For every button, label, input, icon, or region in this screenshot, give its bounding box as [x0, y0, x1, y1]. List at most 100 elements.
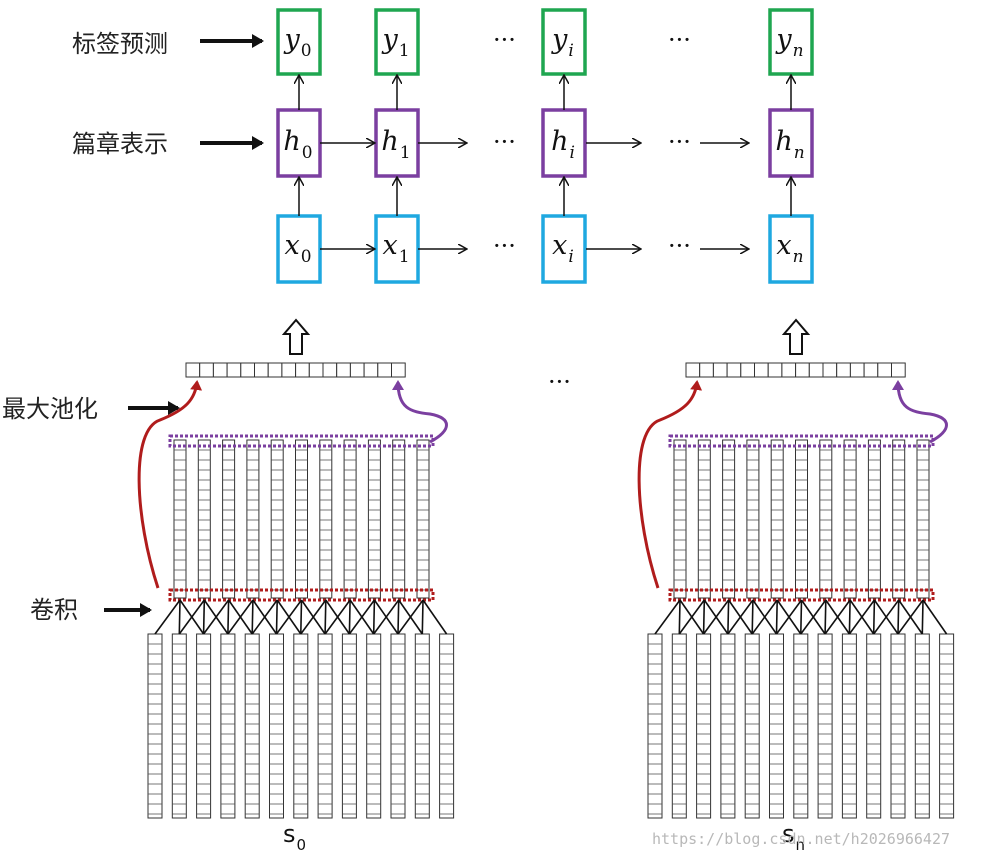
sn-conv-line	[775, 599, 778, 635]
s0-feature-column	[319, 439, 333, 599]
s0-pooled-cell	[267, 362, 283, 378]
sn-conv-line	[775, 599, 803, 635]
node-xn: xn	[776, 230, 804, 267]
sn-conv-line	[678, 599, 705, 635]
sn-input-column	[769, 633, 784, 819]
s0-input-column	[147, 633, 163, 819]
node-xi: xi	[552, 230, 574, 267]
sn-input-column	[890, 633, 906, 819]
ellipsis-x-1: ···	[493, 232, 516, 260]
node-x0: x0	[284, 230, 312, 267]
sn-feature-column	[867, 439, 881, 599]
s0-conv-line	[275, 599, 303, 635]
convolution-text: 卷积	[30, 596, 78, 624]
sn-pooled-cell	[699, 362, 714, 378]
node-h1: h1	[381, 126, 411, 163]
sn-input-column	[914, 633, 930, 819]
ellipsis-h-2: ···	[668, 128, 691, 156]
label-prediction-text: 标签预测	[72, 30, 168, 58]
sn-conv-line	[897, 599, 924, 635]
node-yn: yn	[776, 24, 804, 61]
node-hn: hn	[775, 126, 805, 163]
node-y1: y1	[382, 24, 410, 61]
node-x1: x1	[382, 230, 410, 267]
sn-feature-column	[916, 439, 930, 599]
node-hi: hi	[551, 126, 575, 163]
s0-pooled-cell	[391, 362, 406, 378]
s0-conv-line	[300, 599, 303, 635]
sn-pool-arrow-right	[892, 380, 948, 444]
s0-feature-column	[222, 439, 236, 599]
s0-conv-line	[251, 599, 254, 635]
ellipsis-h-1: ···	[493, 128, 516, 156]
s0-conv-line	[275, 599, 278, 635]
s0-feature-column	[416, 439, 430, 599]
box-x0	[276, 214, 322, 284]
sn-pooled-cell	[795, 362, 810, 378]
sn-pooled-cell	[685, 362, 701, 378]
sn-conv-line	[872, 599, 876, 635]
s0-conv-line	[178, 599, 205, 635]
s0-pooled-cell	[295, 362, 310, 378]
sn-feature-column	[746, 439, 760, 599]
s0-input-column	[341, 633, 357, 819]
node-h0: h0	[283, 126, 313, 163]
sn-pooled-cell	[891, 362, 906, 378]
sn-pooled-cell	[726, 362, 742, 378]
s0-conv-line	[227, 599, 254, 635]
sn-conv-line	[824, 599, 851, 635]
s0-pool-arrow-right	[392, 380, 448, 444]
s0-input-column	[439, 633, 455, 819]
sn-input-column	[793, 633, 809, 819]
sn-conv-line	[848, 599, 851, 635]
s0-input-column	[366, 633, 382, 819]
s0-feature-column	[197, 439, 211, 599]
s0-conv-line	[348, 599, 376, 635]
s0-feature-column	[392, 439, 406, 599]
watermark-text: https://blog.csdn.net/h2026966427	[652, 830, 951, 848]
s0-conv-line	[300, 599, 327, 635]
s0-conv-line	[324, 599, 327, 635]
s0-pooled-cell	[212, 362, 228, 378]
s0-conv-line	[324, 599, 351, 635]
s0-conv-line	[202, 599, 230, 635]
sn-feature-column	[673, 439, 687, 599]
ellipsis-y-2: ···	[668, 26, 691, 54]
sn-conv-line	[897, 599, 900, 635]
box-xi	[541, 214, 587, 284]
sn-feature-column	[843, 439, 857, 599]
sn-conv-line	[800, 599, 803, 635]
hollow-up-arrow-s0	[281, 318, 311, 355]
s0-input-column	[390, 633, 406, 819]
s0-input-column	[269, 633, 284, 819]
sn-input-column	[647, 633, 663, 819]
s0-pool-arrow-left	[137, 380, 203, 589]
sn-pooled-cell	[836, 362, 851, 378]
hollow-up-arrow-sn	[781, 318, 811, 355]
s0-input-column	[196, 633, 212, 819]
sn-pooled-cell	[863, 362, 879, 378]
sn-feature-column	[795, 439, 808, 599]
s0-input-column	[317, 633, 333, 819]
sn-input-column	[939, 633, 955, 819]
sn-feature-column	[770, 439, 784, 599]
sn-input-column	[744, 633, 760, 819]
s0-pooled-cell	[377, 362, 392, 378]
sn-pooled-cell	[822, 362, 838, 378]
sn-pool-arrow-left	[637, 380, 703, 589]
s0-pooled-cell	[308, 362, 324, 378]
sn-pooled-cell	[849, 362, 865, 378]
sn-input-column	[817, 633, 833, 819]
sn-conv-line	[727, 599, 754, 635]
sn-conv-dashed-row	[668, 588, 935, 602]
sn-feature-column	[722, 439, 736, 599]
s0-pooled-cell	[199, 362, 214, 378]
sn-feature-column	[697, 439, 711, 599]
s0-pooled-cell	[240, 362, 256, 378]
s0-conv-line	[178, 599, 181, 635]
s0-pooled-cell	[363, 362, 379, 378]
s0-conv-line	[397, 599, 424, 635]
s0-input-column	[220, 633, 236, 819]
s0-input-column	[244, 633, 260, 819]
